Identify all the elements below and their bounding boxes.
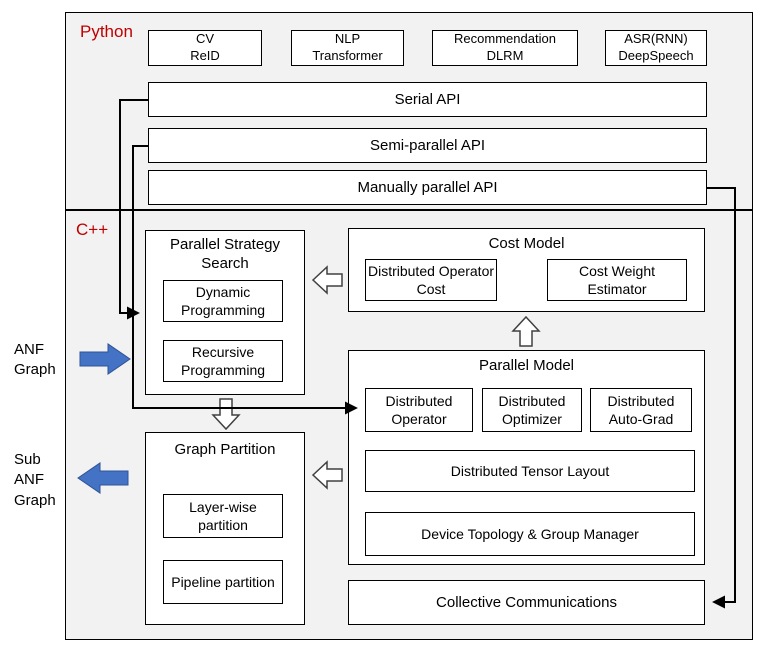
distributed-tensor-layout-box: Distributed Tensor Layout xyxy=(365,450,695,492)
pipeline-partition-box: Pipeline partition xyxy=(163,560,283,604)
python-section-label: Python xyxy=(80,22,133,41)
distributed-optimizer-box: Distributed Optimizer xyxy=(482,388,582,432)
app-box-nlp-transformer: NLP Transformer xyxy=(291,30,404,66)
parallel-model-title: Parallel Model xyxy=(478,357,575,374)
distributed-auto-grad-box: Distributed Auto-Grad xyxy=(590,388,692,432)
app-box-recommendation-dlrm: Recommendation DLRM xyxy=(432,30,578,66)
collective-communications-box: Collective Communications xyxy=(348,580,705,625)
graph-partition-title: Graph Partition xyxy=(174,441,276,458)
device-topology-group-manager-box: Device Topology & Group Manager xyxy=(365,512,695,556)
recursive-programming-box: Recursive Programming xyxy=(163,340,283,382)
serial-api-bar: Serial API xyxy=(148,82,707,117)
app-box-cv-reid: CV ReID xyxy=(148,30,262,66)
parallel-strategy-search-title: Parallel Strategy Search xyxy=(169,236,281,272)
sub-anf-graph-label: Sub ANF Graph xyxy=(14,451,56,509)
dynamic-programming-box: Dynamic Programming xyxy=(163,280,283,322)
cpp-section-label: C++ xyxy=(76,220,109,239)
distributed-operator-box: Distributed Operator xyxy=(365,388,473,432)
layer-wise-partition-box: Layer-wise partition xyxy=(163,494,283,538)
cost-weight-estimator-box: Cost Weight Estimator xyxy=(547,259,687,301)
app-box-asr-deepspeech: ASR(RNN) DeepSpeech xyxy=(605,30,707,66)
manually-parallel-api-bar: Manually parallel API xyxy=(148,170,707,205)
semi-parallel-api-bar: Semi-parallel API xyxy=(148,128,707,163)
anf-graph-label: ANF Graph xyxy=(14,341,56,379)
cost-model-title: Cost Model xyxy=(488,235,565,252)
distributed-operator-cost-box: Distributed Operator Cost xyxy=(365,259,497,301)
